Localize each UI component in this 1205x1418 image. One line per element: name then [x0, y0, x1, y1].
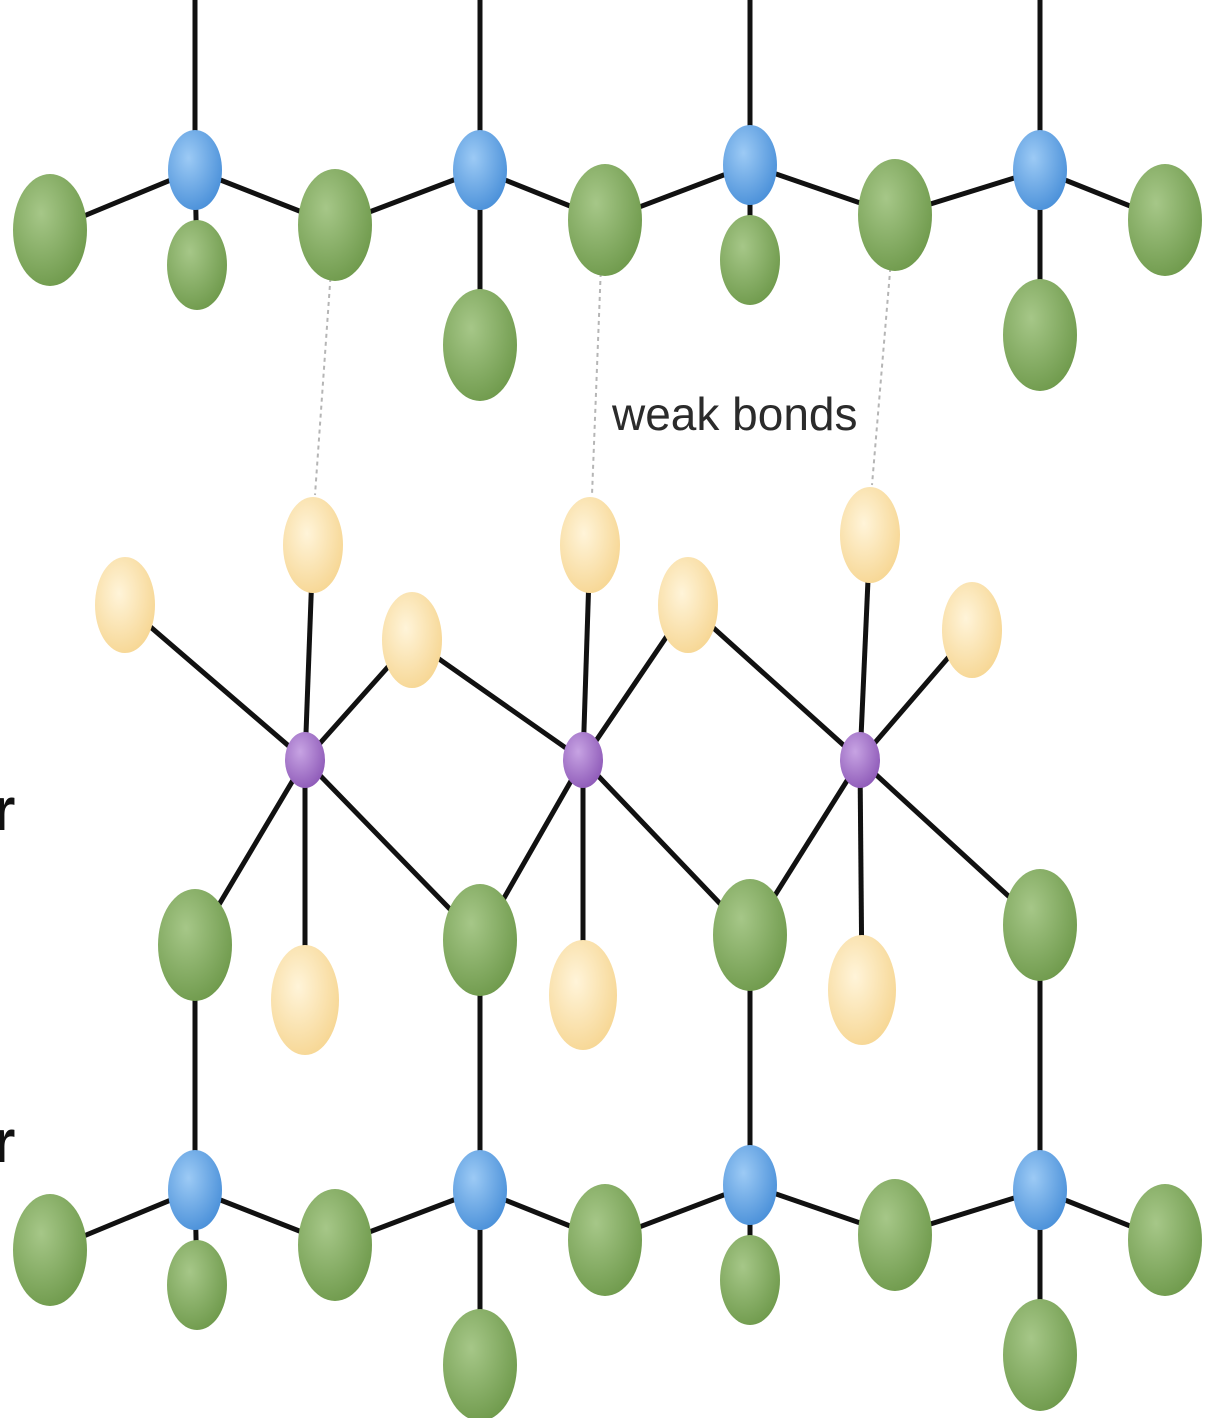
yellow-atom	[828, 935, 896, 1045]
atoms	[13, 125, 1202, 1418]
blue-atom	[723, 125, 777, 205]
purple-atom	[285, 732, 325, 788]
green-atom	[13, 1194, 87, 1306]
yellow-atom	[560, 497, 620, 593]
green-atom	[1003, 279, 1077, 391]
green-atom	[298, 169, 372, 281]
green-atom	[1003, 1299, 1077, 1411]
blue-atom	[1013, 130, 1067, 210]
green-atom	[858, 159, 932, 271]
yellow-atom	[549, 940, 617, 1050]
green-atom	[167, 220, 227, 310]
purple-atom	[563, 732, 603, 788]
green-atom	[1128, 164, 1202, 276]
bond-line	[123, 603, 307, 762]
green-atom	[858, 1179, 932, 1291]
green-atom	[158, 889, 232, 1001]
yellow-atom	[95, 557, 155, 653]
green-atom	[13, 174, 87, 286]
green-atom	[720, 1235, 780, 1325]
green-atom	[1128, 1184, 1202, 1296]
green-atom	[1003, 869, 1077, 981]
green-atom	[298, 1189, 372, 1301]
yellow-atom	[942, 582, 1002, 678]
blue-atom	[1013, 1150, 1067, 1230]
blue-atom	[723, 1145, 777, 1225]
purple-atom	[840, 732, 880, 788]
blue-atom	[168, 1150, 222, 1230]
weak-bond-line	[314, 269, 332, 496]
yellow-atom	[840, 487, 900, 583]
green-atom	[443, 884, 517, 996]
weak-bonds	[314, 259, 892, 496]
left-fragment-label-lower: r	[0, 1108, 15, 1175]
green-atom	[713, 879, 787, 991]
yellow-atom	[382, 592, 442, 688]
green-atom	[568, 1184, 642, 1296]
bond-line	[410, 637, 585, 763]
blue-atom	[453, 130, 507, 210]
green-atom	[443, 1309, 517, 1418]
blue-atom	[453, 1150, 507, 1230]
bond-line	[686, 603, 862, 762]
yellow-atom	[271, 945, 339, 1055]
weak-bonds-label: weak bonds	[611, 388, 858, 440]
weak-bond-line	[591, 264, 602, 496]
green-atom	[443, 289, 517, 401]
weak-bond-line	[871, 259, 892, 486]
green-atom	[167, 1240, 227, 1330]
yellow-atom	[283, 497, 343, 593]
yellow-atom	[658, 557, 718, 653]
left-fragment-label-upper: r	[0, 776, 15, 843]
green-atom	[568, 164, 642, 276]
green-atom	[720, 215, 780, 305]
blue-atom	[168, 130, 222, 210]
